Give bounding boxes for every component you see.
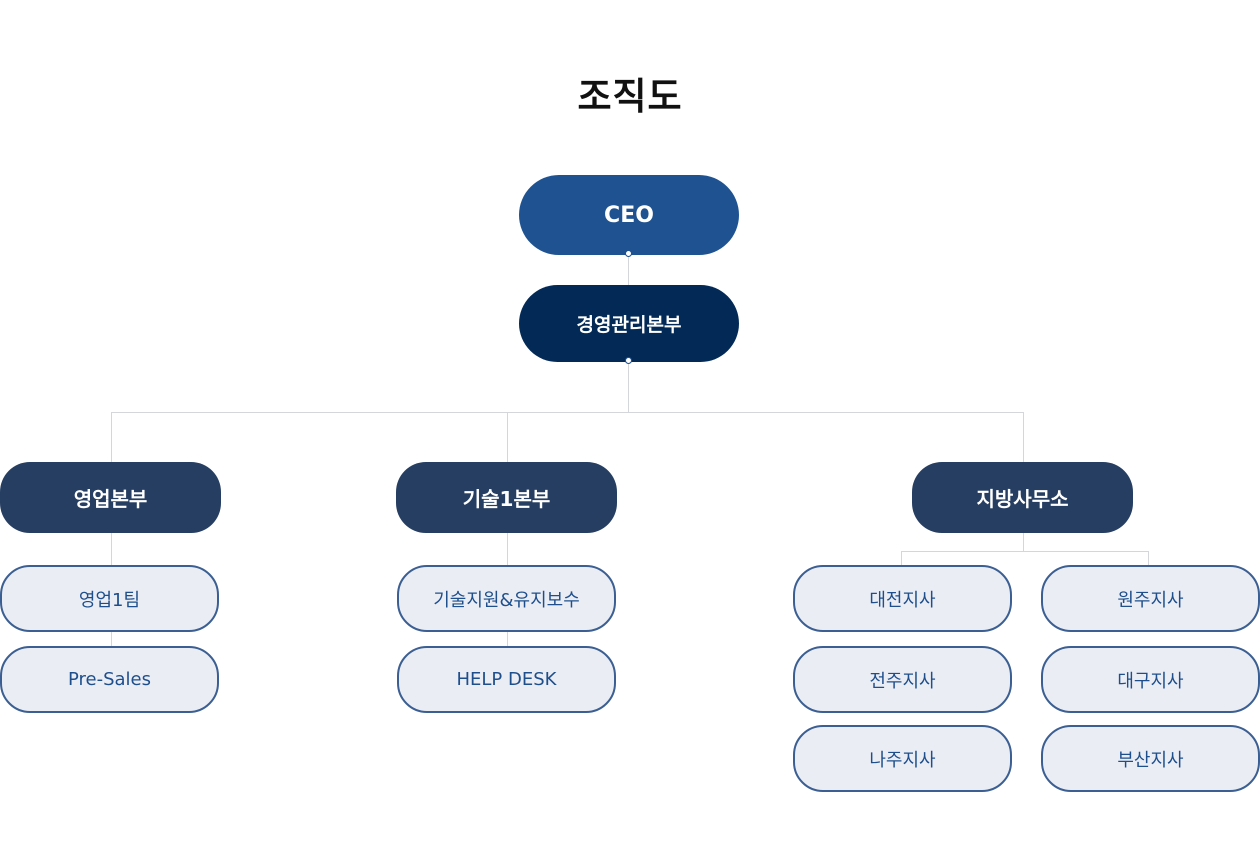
management-node: 경영관리본부	[519, 285, 739, 362]
ceo-node: CEO	[519, 175, 739, 255]
branch-daegu: 대구지사	[1041, 646, 1260, 713]
division-tech: 기술1본부	[396, 462, 617, 533]
connector-division-sales	[111, 412, 112, 462]
connector-division-tech	[507, 412, 508, 462]
team-sales-1: 영업1팀	[0, 565, 219, 632]
division-regional: 지방사무소	[912, 462, 1133, 533]
branch-daejeon: 대전지사	[793, 565, 1012, 632]
management-connector-dot	[625, 357, 632, 364]
branch-wonju: 원주지사	[1041, 565, 1260, 632]
connector-division-regional	[1023, 412, 1024, 462]
branch-busan: 부산지사	[1041, 725, 1260, 792]
team-tech-support: 기술지원&유지보수	[397, 565, 616, 632]
connector-mgmt-down	[628, 362, 629, 412]
team-presales: Pre-Sales	[0, 646, 219, 713]
connector-regional-down	[1023, 533, 1024, 551]
branch-jeonju: 전주지사	[793, 646, 1012, 713]
connector-ceo-mgmt	[628, 255, 629, 285]
branch-naju: 나주지사	[793, 725, 1012, 792]
connector-regional-horizontal	[901, 551, 1149, 552]
page-title: 조직도	[577, 75, 683, 118]
team-help-desk: HELP DESK	[397, 646, 616, 713]
connector-regional-left	[901, 551, 902, 567]
ceo-connector-dot	[625, 250, 632, 257]
connector-regional-right	[1148, 551, 1149, 567]
connector-division-horizontal	[111, 412, 1024, 413]
division-sales: 영업본부	[0, 462, 221, 533]
